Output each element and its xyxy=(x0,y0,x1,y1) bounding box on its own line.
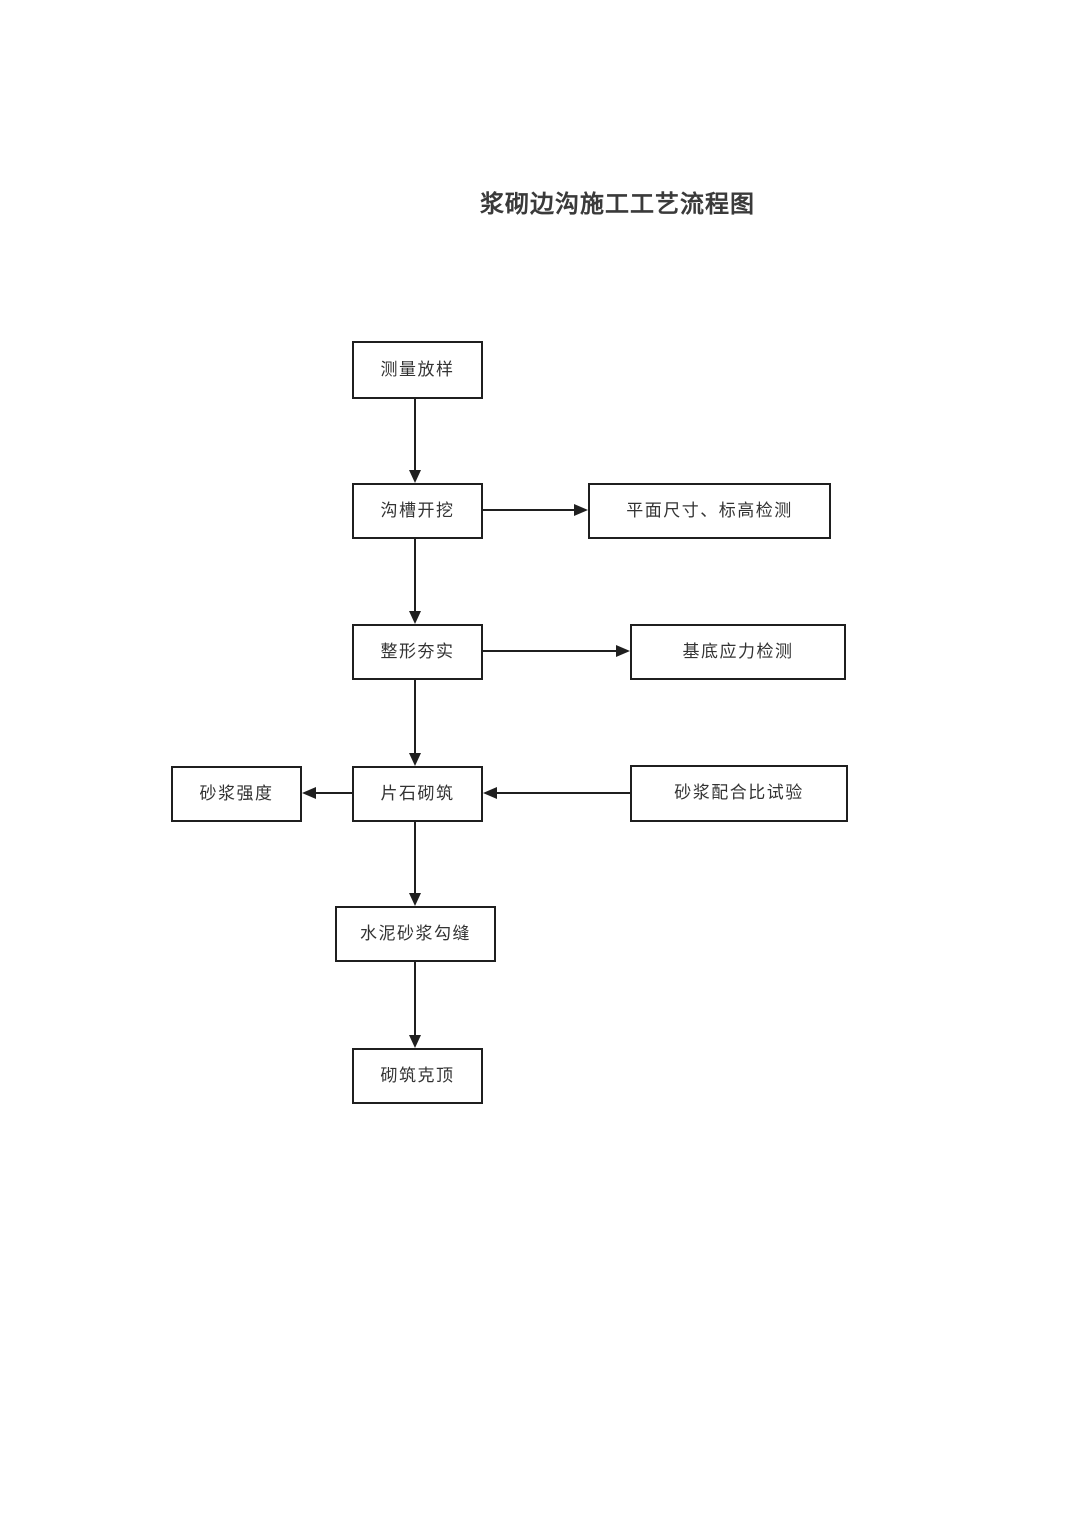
connector-shaping-to-masonry xyxy=(414,680,416,754)
flow-node-label: 片石砌筑 xyxy=(380,783,455,803)
arrowhead-left-icon xyxy=(302,787,316,799)
page-title: 浆砌边沟施工工艺流程图 xyxy=(480,192,755,218)
flow-node-label: 砂浆强度 xyxy=(199,783,274,803)
flow-node-label: 砂浆配合比试验 xyxy=(674,783,804,802)
flow-node-mortar-mix-test: 砂浆配合比试验 xyxy=(630,765,848,822)
arrowhead-down-icon xyxy=(409,611,421,624)
connector-pointing-to-capping xyxy=(414,962,416,1036)
connector-measure-to-trench xyxy=(414,399,416,471)
flow-node-label: 基底应力检测 xyxy=(682,641,794,661)
flow-node-cement-mortar-pointing: 水泥砂浆勾缝 xyxy=(335,906,496,962)
flow-node-label: 沟槽开挖 xyxy=(380,500,455,520)
connector-masonry-to-strength xyxy=(316,792,352,794)
arrowhead-down-icon xyxy=(409,893,421,906)
arrowhead-right-icon xyxy=(574,504,588,516)
flow-node-label: 砌筑克顶 xyxy=(380,1065,455,1085)
flow-node-measure-setout: 测量放样 xyxy=(352,341,483,399)
flow-node-base-stress-check: 基底应力检测 xyxy=(630,624,846,680)
arrowhead-down-icon xyxy=(409,753,421,766)
connector-masonry-to-pointing xyxy=(414,822,416,894)
arrowhead-right-icon xyxy=(616,645,630,657)
arrowhead-down-icon xyxy=(409,470,421,483)
flow-node-stone-masonry: 片石砌筑 xyxy=(352,766,483,822)
arrowhead-down-icon xyxy=(409,1035,421,1048)
flow-node-masonry-capping: 砌筑克顶 xyxy=(352,1048,483,1104)
connector-trench-to-shaping xyxy=(414,539,416,612)
flow-node-label: 水泥砂浆勾缝 xyxy=(360,923,471,943)
connector-trench-to-plane-check xyxy=(483,509,574,511)
connector-shaping-to-stress-check xyxy=(483,650,616,652)
arrowhead-left-icon xyxy=(483,787,497,799)
flow-node-shaping-compaction: 整形夯实 xyxy=(352,624,483,680)
flow-node-plane-elevation-check: 平面尺寸、标高检测 xyxy=(588,483,831,539)
flow-node-trench-excavation: 沟槽开挖 xyxy=(352,483,483,539)
flow-node-label: 整形夯实 xyxy=(380,641,455,661)
connector-mix-test-to-masonry xyxy=(497,792,630,794)
flow-node-mortar-strength: 砂浆强度 xyxy=(171,766,302,822)
flow-node-label: 平面尺寸、标高检测 xyxy=(626,500,793,520)
flow-node-label: 测量放样 xyxy=(380,359,455,379)
